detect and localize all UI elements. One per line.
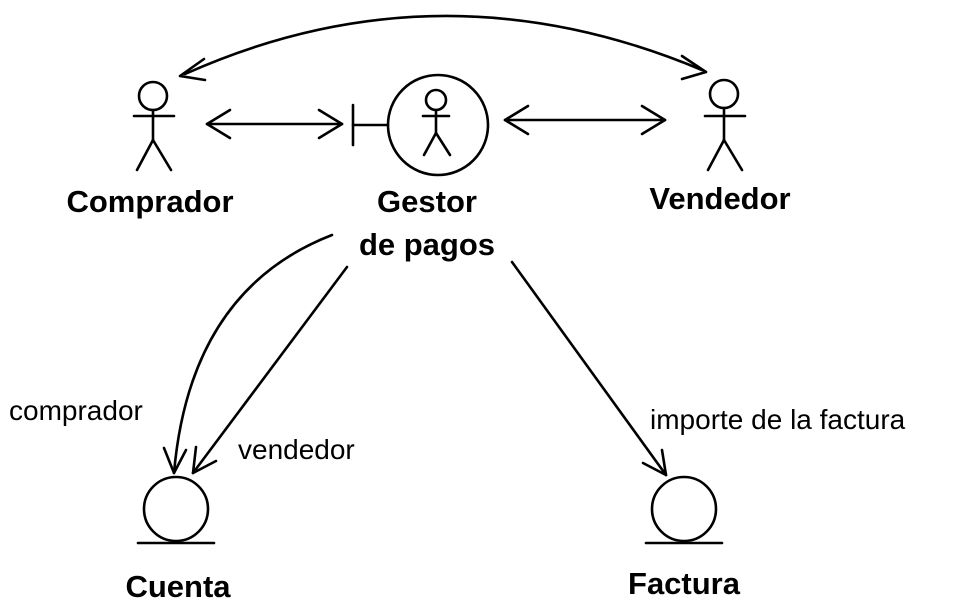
edge-gestor-cuenta-vendedor bbox=[191, 265, 349, 475]
label-role-comprador: comprador bbox=[9, 395, 143, 426]
label-gestor-line1: Gestor bbox=[377, 184, 477, 219]
label-factura: Factura bbox=[628, 566, 740, 601]
label-comprador: Comprador bbox=[66, 184, 234, 219]
edge-comprador-gestor bbox=[205, 108, 344, 140]
entity-cuenta-icon[interactable] bbox=[136, 475, 216, 545]
label-role-importe: importe de la factura bbox=[650, 404, 906, 435]
actor-comprador-icon[interactable] bbox=[132, 80, 176, 172]
label-gestor-line2: de pagos bbox=[358, 227, 496, 262]
actor-vendedor-icon[interactable] bbox=[703, 78, 747, 172]
entity-factura-icon[interactable] bbox=[644, 475, 724, 545]
label-vendedor: Vendedor bbox=[649, 181, 791, 216]
edge-gestor-factura bbox=[510, 260, 668, 477]
label-role-vendedor: vendedor bbox=[238, 434, 355, 465]
control-gestor-de-pagos-icon[interactable] bbox=[351, 73, 490, 177]
edge-gestor-cuenta-comprador bbox=[162, 233, 334, 475]
edge-comprador-vendedor bbox=[178, 14, 708, 82]
label-cuenta: Cuenta bbox=[125, 569, 231, 604]
edge-gestor-vendedor bbox=[503, 104, 667, 136]
